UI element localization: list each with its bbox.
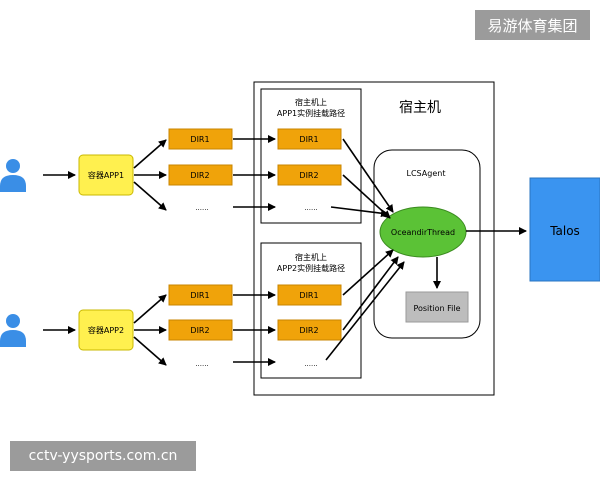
talos-label: Talos	[549, 224, 580, 238]
app2-mount-path-box	[260, 242, 362, 379]
talos-box	[529, 177, 600, 282]
lcsagent-box	[373, 149, 481, 339]
app1-container-dir1-label: DIR1	[190, 135, 209, 144]
container-app1-box	[78, 154, 134, 196]
app2-host-dir2-label: DIR2	[299, 326, 318, 335]
watermark-bottom: cctv-yysports.com.cn	[10, 441, 196, 471]
oceandir-thread-label: OceandirThread	[391, 228, 455, 237]
app1-host-dir2-box	[277, 164, 342, 186]
app1-host-dir1-label: DIR1	[299, 135, 318, 144]
app2-host-more: ......	[304, 360, 317, 368]
lcsagent-title: LCSAgent	[407, 169, 446, 178]
host-machine-title: 宿主机	[399, 99, 441, 116]
position-file-box	[405, 291, 469, 323]
app2-host-dir1-box	[277, 284, 342, 306]
app1-host-dir2-label: DIR2	[299, 171, 318, 180]
app1-host-more: ......	[304, 204, 317, 212]
app2-host-dir1-label: DIR1	[299, 291, 318, 300]
container-app1-label: 容器APP1	[88, 170, 124, 180]
watermark-top: 易游体育集团	[475, 10, 590, 40]
container-app2-label: 容器APP2	[88, 325, 124, 335]
app1-container-more: ......	[195, 204, 208, 212]
app2-container-dir2-box	[168, 319, 233, 341]
app1-mount-path-title-line2: APP1实例挂载路径	[277, 108, 345, 118]
app2-container-more: ......	[195, 360, 208, 368]
user-icon-app2	[0, 314, 26, 347]
app2-host-dir2-box	[277, 319, 342, 341]
app2-container-dir1-label: DIR1	[190, 291, 209, 300]
app1-mount-path-title-line1: 宿主机上	[295, 97, 327, 107]
oceandir-thread-node	[379, 206, 467, 258]
flow-arrows	[43, 135, 527, 366]
app1-mount-path-box	[260, 88, 362, 224]
app1-container-dir2-label: DIR2	[190, 171, 209, 180]
app2-container-dir2-label: DIR2	[190, 326, 209, 335]
container-app2-box	[78, 309, 134, 351]
app2-container-dir1-box	[168, 284, 233, 306]
app2-mount-path-title-line2: APP2实例挂载路径	[277, 263, 345, 273]
host-machine-box	[253, 81, 495, 396]
user-icon-app1	[0, 159, 26, 192]
app1-container-dir1-box	[168, 128, 233, 150]
app1-host-dir1-box	[277, 128, 342, 150]
app2-mount-path-title-line1: 宿主机上	[295, 252, 327, 262]
app1-container-dir2-box	[168, 164, 233, 186]
position-file-label: Position File	[413, 304, 460, 313]
